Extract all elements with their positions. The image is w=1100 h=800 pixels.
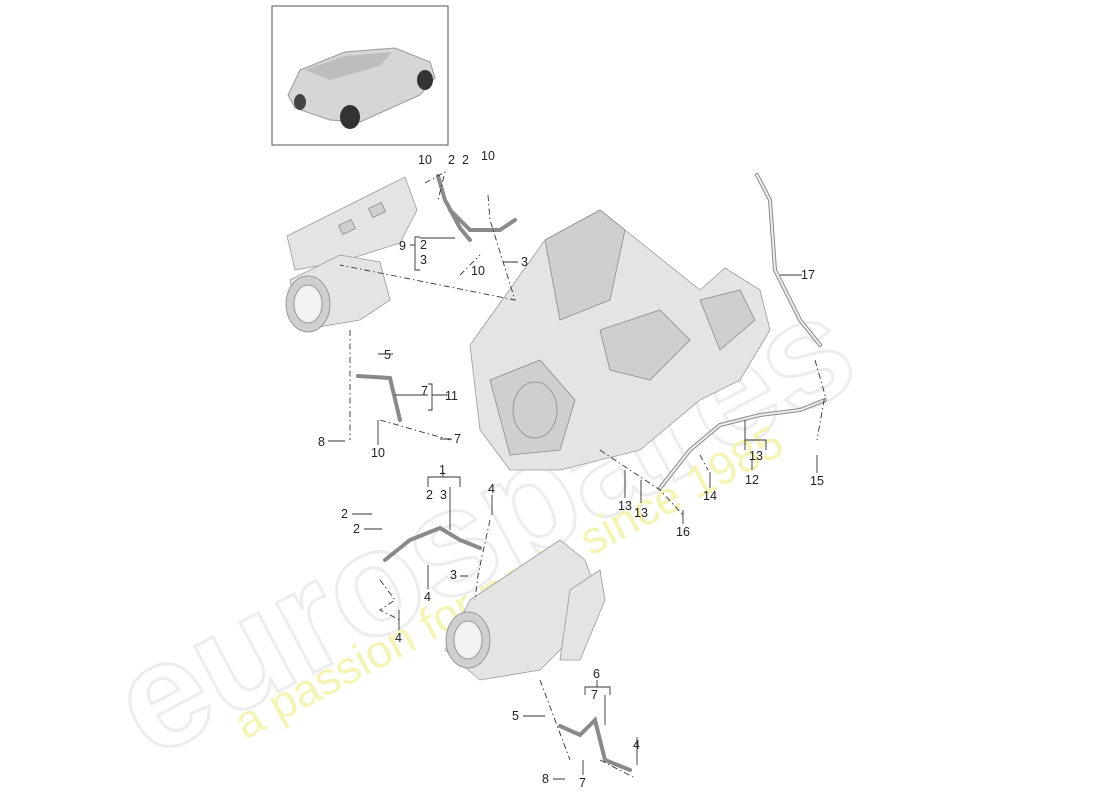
callout[interactable]: 2 (426, 488, 433, 502)
callout[interactable]: 3 (521, 255, 528, 269)
callout[interactable]: 10 (481, 149, 495, 163)
vehicle-thumbnail[interactable] (271, 5, 449, 146)
callout[interactable]: 3 (450, 568, 457, 582)
callout[interactable]: 12 (745, 473, 759, 487)
callout[interactable]: 10 (371, 446, 385, 460)
callout[interactable]: 6 (593, 667, 600, 681)
callout[interactable]: 11 (445, 389, 458, 403)
callout[interactable]: 10 (471, 264, 485, 278)
callout[interactable]: 17 (801, 268, 815, 282)
callout[interactable]: 4 (633, 738, 640, 752)
callout[interactable]: 5 (512, 709, 519, 723)
callout[interactable]: 1 (439, 463, 446, 477)
upper-turbocharger[interactable] (285, 176, 418, 333)
callout[interactable]: 2 (420, 238, 427, 252)
assembly-lines (339, 171, 826, 779)
callout[interactable]: 13 (618, 499, 632, 513)
callout[interactable]: 3 (420, 253, 427, 267)
callout[interactable]: 7 (454, 432, 461, 446)
callout[interactable]: 4 (395, 631, 402, 645)
callout[interactable]: 4 (488, 482, 495, 496)
callout[interactable]: 10 (418, 153, 432, 167)
callout[interactable]: 7 (591, 688, 598, 702)
engine-block[interactable] (469, 209, 771, 471)
callout[interactable]: 7 (579, 776, 586, 790)
callout[interactable]: 14 (703, 489, 717, 503)
callout[interactable]: 2 (462, 153, 469, 167)
callout[interactable]: 13 (634, 506, 648, 520)
leader-lines (328, 236, 818, 780)
callout[interactable]: 2 (448, 153, 455, 167)
callout[interactable]: 15 (810, 474, 824, 488)
callout[interactable]: 7 (421, 384, 428, 398)
callout[interactable]: 4 (424, 590, 431, 604)
callout[interactable]: 3 (440, 488, 447, 502)
lower-turbocharger[interactable] (444, 539, 606, 681)
callout[interactable]: 8 (318, 435, 325, 449)
callout[interactable]: 16 (676, 525, 690, 539)
callout[interactable]: 13 (749, 449, 763, 463)
callout[interactable]: 2 (341, 507, 348, 521)
oil-lines[interactable] (356, 173, 827, 772)
callout[interactable]: 9 (399, 239, 406, 253)
callout[interactable]: 5 (384, 348, 391, 362)
callout[interactable]: 8 (542, 772, 549, 786)
callout[interactable]: 2 (353, 522, 360, 536)
callout-labels: 10 2 2 10 9 2 3 10 3 5 7 11 8 10 7 17 13… (318, 149, 824, 790)
